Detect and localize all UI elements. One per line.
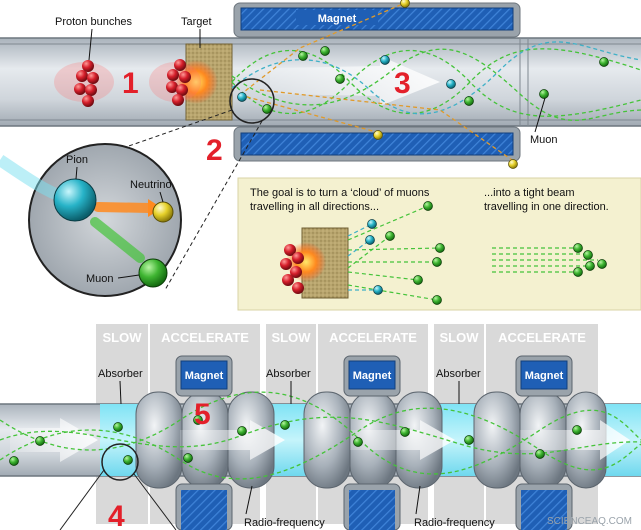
label-absorber-1: Absorber: [98, 368, 143, 380]
zoom-line-1: [59, 109, 233, 171]
step-number-4: 4: [108, 500, 125, 530]
phase-label-accelerate-1: ACCELERATE: [161, 330, 249, 345]
magnet-label-bottom-2: Magnet: [353, 370, 392, 382]
label-muon-top: Muon: [530, 134, 558, 146]
muon-beam-illustration: [492, 243, 607, 277]
leader-muon-circle: [117, 274, 140, 279]
magnet-label-top: Magnet: [318, 13, 357, 25]
zoom-line-4: [133, 473, 177, 530]
particles-top: [237, 0, 609, 169]
inset-text-left-line2: travelling in all directions...: [250, 201, 379, 213]
watermark: SCIENCEAQ.COM: [547, 516, 632, 527]
inset-text-left: The goal is to turn a ‘cloud’ of muons t…: [250, 187, 432, 213]
leader-muon-top: [534, 97, 546, 133]
helix-paths-top: [231, 2, 641, 163]
proton-bunch-1: [54, 60, 114, 107]
magnets-bottom: [175, 355, 573, 530]
label-proton-bunches: Proton bunches: [55, 16, 133, 28]
leader-proton: [88, 28, 93, 61]
step-number-2: 2: [206, 134, 223, 167]
zoom-line-3: [59, 469, 105, 530]
step-number-1: 1: [122, 67, 139, 100]
inset-text-right-line2: travelling in one direction.: [484, 201, 609, 213]
label-neutrino: Neutrino: [130, 179, 172, 191]
flow-arrow-bottom-1: [10, 418, 98, 462]
zoom-marker-bottom: [101, 443, 139, 481]
flow-arrow-bottom-3: [350, 420, 455, 460]
phase-labels: SLOW ACCELERATE SLOW ACCELERATE SLOW ACC…: [103, 330, 587, 345]
leader-pion: [75, 166, 78, 180]
label-rf-2: Radio-frequency: [414, 517, 495, 529]
label-muon-circle: Muon: [86, 273, 114, 285]
leader-neutrino: [159, 191, 164, 203]
leader-rf-2: [415, 485, 421, 515]
label-rf-1: Radio-frequency: [244, 517, 325, 529]
magnet-label-bottom-3: Magnet: [525, 370, 564, 382]
label-pion: Pion: [66, 154, 88, 166]
step-number-5: 5: [194, 398, 211, 431]
step-number-3: 3: [394, 67, 411, 100]
leader-absorber-1: [119, 380, 122, 405]
flow-arrow-bottom-2: [180, 420, 285, 460]
magnet-label-bottom-1: Magnet: [185, 370, 224, 382]
magnet-bottom: [233, 126, 521, 162]
leader-rf-1: [245, 485, 253, 515]
muon-cloud-illustration: [280, 201, 445, 305]
label-absorber-2: Absorber: [266, 368, 311, 380]
phase-label-slow-1: SLOW: [103, 330, 143, 345]
phase-label-accelerate-3: ACCELERATE: [498, 330, 586, 345]
target-block: [174, 43, 233, 121]
particles-bottom: [9, 415, 582, 466]
flow-arrow-bottom-4: [520, 420, 630, 460]
magnet-top: Magnet: [233, 2, 521, 38]
phase-label-slow-2: SLOW: [272, 330, 312, 345]
pion-decay-magnified: [0, 143, 182, 297]
helix-paths-bottom: [0, 391, 641, 480]
zoom-marker-top: [229, 78, 275, 124]
inset-text-right-line1: ...into a tight beam: [484, 187, 575, 199]
inset-text-left-line1: The goal is to turn a ‘cloud’ of muons: [250, 187, 430, 199]
flow-arrow-top: [270, 56, 440, 106]
phase-label-accelerate-2: ACCELERATE: [329, 330, 417, 345]
phase-label-slow-3: SLOW: [440, 330, 480, 345]
zoom-line-2: [164, 120, 263, 291]
label-target: Target: [181, 16, 212, 28]
inset-text-right: ...into a tight beam travelling in one d…: [484, 187, 609, 213]
proton-bunch-2: [149, 59, 201, 106]
label-absorber-3: Absorber: [436, 368, 481, 380]
